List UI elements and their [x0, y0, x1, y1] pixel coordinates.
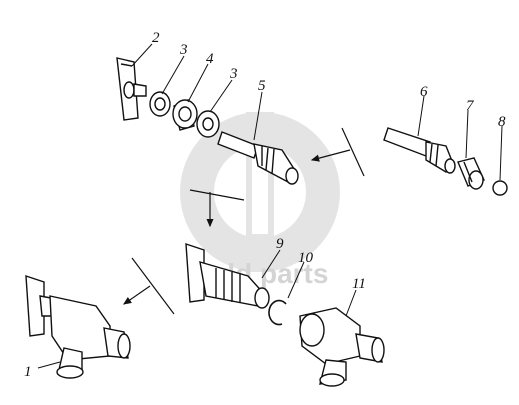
part-3-washer-second [196, 110, 220, 138]
part-10-circlip [268, 299, 287, 326]
part-9-valve-assembly [185, 243, 270, 309]
part-5-spindle [217, 131, 299, 185]
part-6-spindle [383, 127, 456, 174]
callout-1: 1 [24, 364, 32, 380]
arrow-top-to-middle [189, 189, 245, 228]
callout-10: 10 [298, 250, 314, 266]
arrow-middle-to-1 [123, 257, 175, 315]
callout-6: 6 [420, 84, 428, 100]
arrow-part-6-to-5 [310, 127, 365, 177]
callout-8: 8 [498, 114, 506, 130]
callout-11: 11 [352, 276, 366, 292]
callout-4: 4 [206, 51, 214, 67]
callout-2: 2 [152, 30, 160, 46]
part-2-wing-handle [116, 57, 147, 121]
part-8-ball [492, 180, 508, 196]
leader-lines [37, 43, 503, 369]
callout-3-second: 3 [229, 66, 238, 82]
part-4-seal-ring [172, 99, 198, 131]
callout-3: 3 [179, 42, 188, 58]
part-7-sleeve [457, 157, 485, 190]
callout-7: 7 [466, 98, 475, 114]
part-11-valve-body [299, 307, 385, 387]
callout-5: 5 [258, 78, 266, 94]
callout-9: 9 [276, 236, 284, 252]
part-1-assembled-valve [25, 275, 131, 379]
part-3-washer [149, 91, 171, 117]
